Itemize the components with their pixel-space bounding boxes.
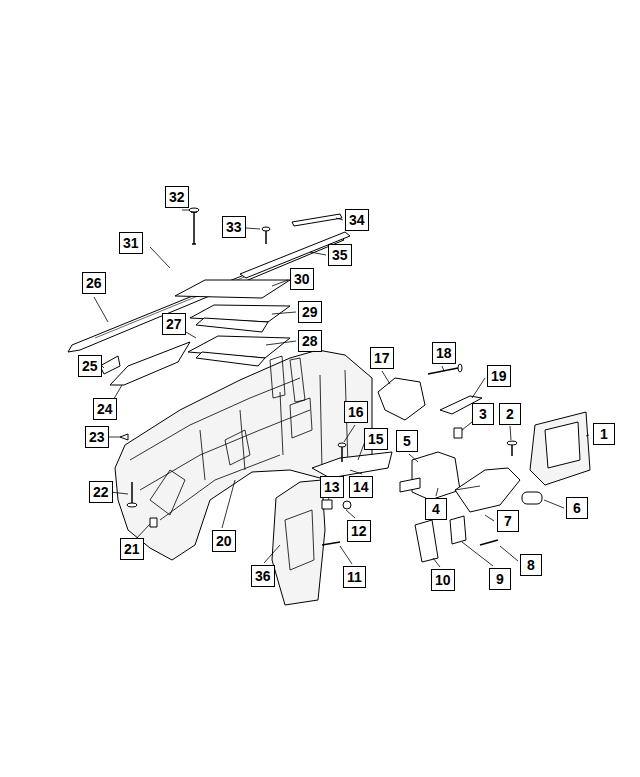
callout-number: 28 <box>298 330 322 352</box>
callout-number: 5 <box>396 430 418 452</box>
callout-number: 7 <box>497 510 519 532</box>
callout-number: 15 <box>364 428 388 450</box>
callout-number: 27 <box>162 313 186 335</box>
callout-number: 16 <box>344 401 368 423</box>
callout-number: 10 <box>431 569 455 591</box>
callout-number: 22 <box>89 481 113 503</box>
callout-number: 18 <box>432 342 456 364</box>
callout-number: 29 <box>298 301 322 323</box>
callout-number: 11 <box>343 566 366 588</box>
callout-number: 19 <box>487 365 511 387</box>
callout-number: 12 <box>347 520 371 542</box>
callout-number: 35 <box>328 244 352 266</box>
callout-number: 36 <box>251 565 275 587</box>
callout-number: 1 <box>593 423 615 445</box>
callout-number: 21 <box>120 538 144 560</box>
callout-number: 14 <box>349 476 373 498</box>
callout-number: 4 <box>425 498 447 520</box>
callout-number: 32 <box>165 186 189 208</box>
callout-number: 30 <box>290 268 314 290</box>
callout-number: 33 <box>222 216 246 238</box>
callout-number: 17 <box>370 347 394 369</box>
callout-number: 24 <box>93 398 117 420</box>
callout-number: 3 <box>472 403 494 425</box>
callout-number: 8 <box>520 554 542 576</box>
callout-number: 2 <box>499 403 521 425</box>
callout-number: 25 <box>78 355 102 377</box>
callout-number: 26 <box>82 272 106 294</box>
callout-number: 13 <box>320 476 344 498</box>
callout-number: 20 <box>212 530 236 552</box>
callout-number: 34 <box>345 209 369 231</box>
callout-number: 6 <box>566 497 588 519</box>
callout-number: 31 <box>119 232 143 254</box>
callout-number: 23 <box>85 426 109 448</box>
callout-number: 9 <box>489 568 511 590</box>
